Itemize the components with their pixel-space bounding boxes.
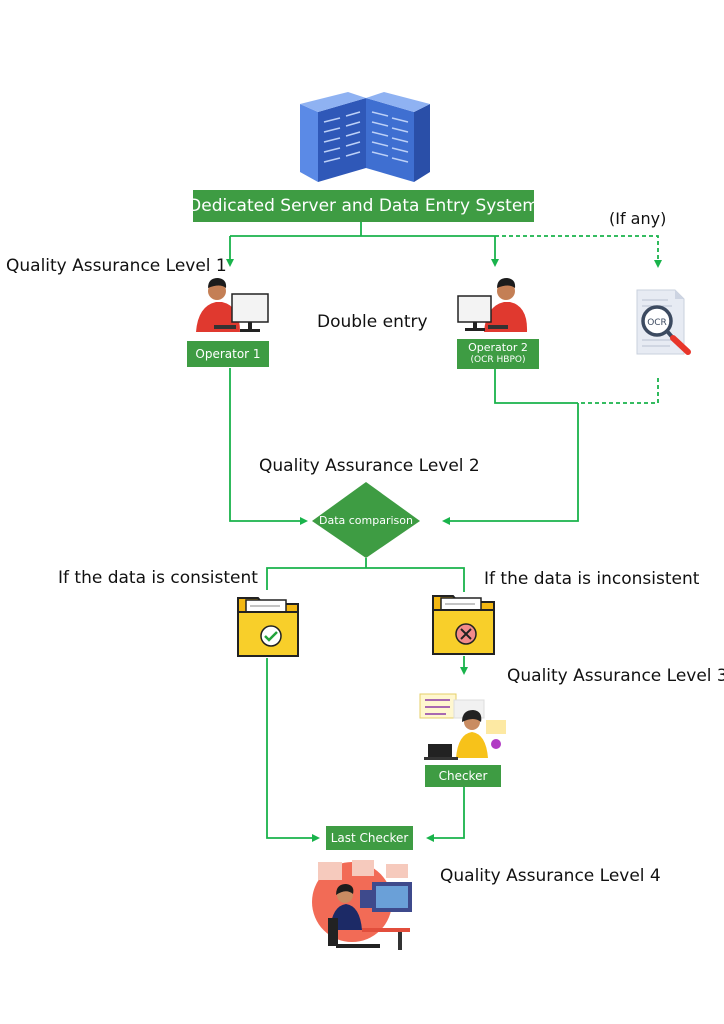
if-any-label: (If any)	[609, 209, 667, 228]
data-comparison-label: Data comparison	[319, 514, 413, 527]
consistent-label: If the data is consistent	[58, 568, 258, 588]
qa-level-3-label: Quality Assurance Level 3	[507, 666, 724, 686]
folder-check-icon	[237, 597, 299, 657]
server-box: Dedicated Server and Data Entry System	[188, 190, 539, 222]
operator-2-sublabel: (OCR HBPO)	[470, 355, 526, 365]
data-comparison-diamond	[312, 482, 420, 558]
server-icon	[300, 92, 430, 182]
operator-2-box: Operator 2 (OCR HBPO)	[457, 339, 539, 369]
operator-1-label: Operator 1	[195, 347, 261, 361]
operator-2-label: Operator 2	[468, 341, 528, 354]
checker-person-icon	[419, 693, 506, 760]
double-entry-label: Double entry	[317, 312, 428, 332]
last-checker-person-icon	[312, 860, 412, 950]
ocr-text: OCR	[647, 318, 667, 328]
qa-level-4-label: Quality Assurance Level 4	[440, 866, 661, 886]
operator-1-icon	[196, 278, 269, 332]
folder-cross-icon	[432, 595, 495, 655]
operator-2-icon	[457, 278, 528, 332]
qa-level-1-label: Quality Assurance Level 1	[6, 256, 227, 276]
qa-level-2-label: Quality Assurance Level 2	[259, 456, 480, 476]
inconsistent-label: If the data is inconsistent	[484, 569, 700, 589]
last-checker-box: Last Checker	[326, 826, 413, 850]
server-box-label: Dedicated Server and Data Entry System	[188, 196, 539, 216]
connector-lines	[226, 221, 662, 842]
ocr-document-icon: OCR	[636, 289, 691, 355]
checker-box: Checker	[425, 765, 501, 787]
checker-label: Checker	[438, 769, 488, 783]
operator-1-box: Operator 1	[187, 341, 269, 367]
last-checker-label: Last Checker	[330, 831, 409, 845]
